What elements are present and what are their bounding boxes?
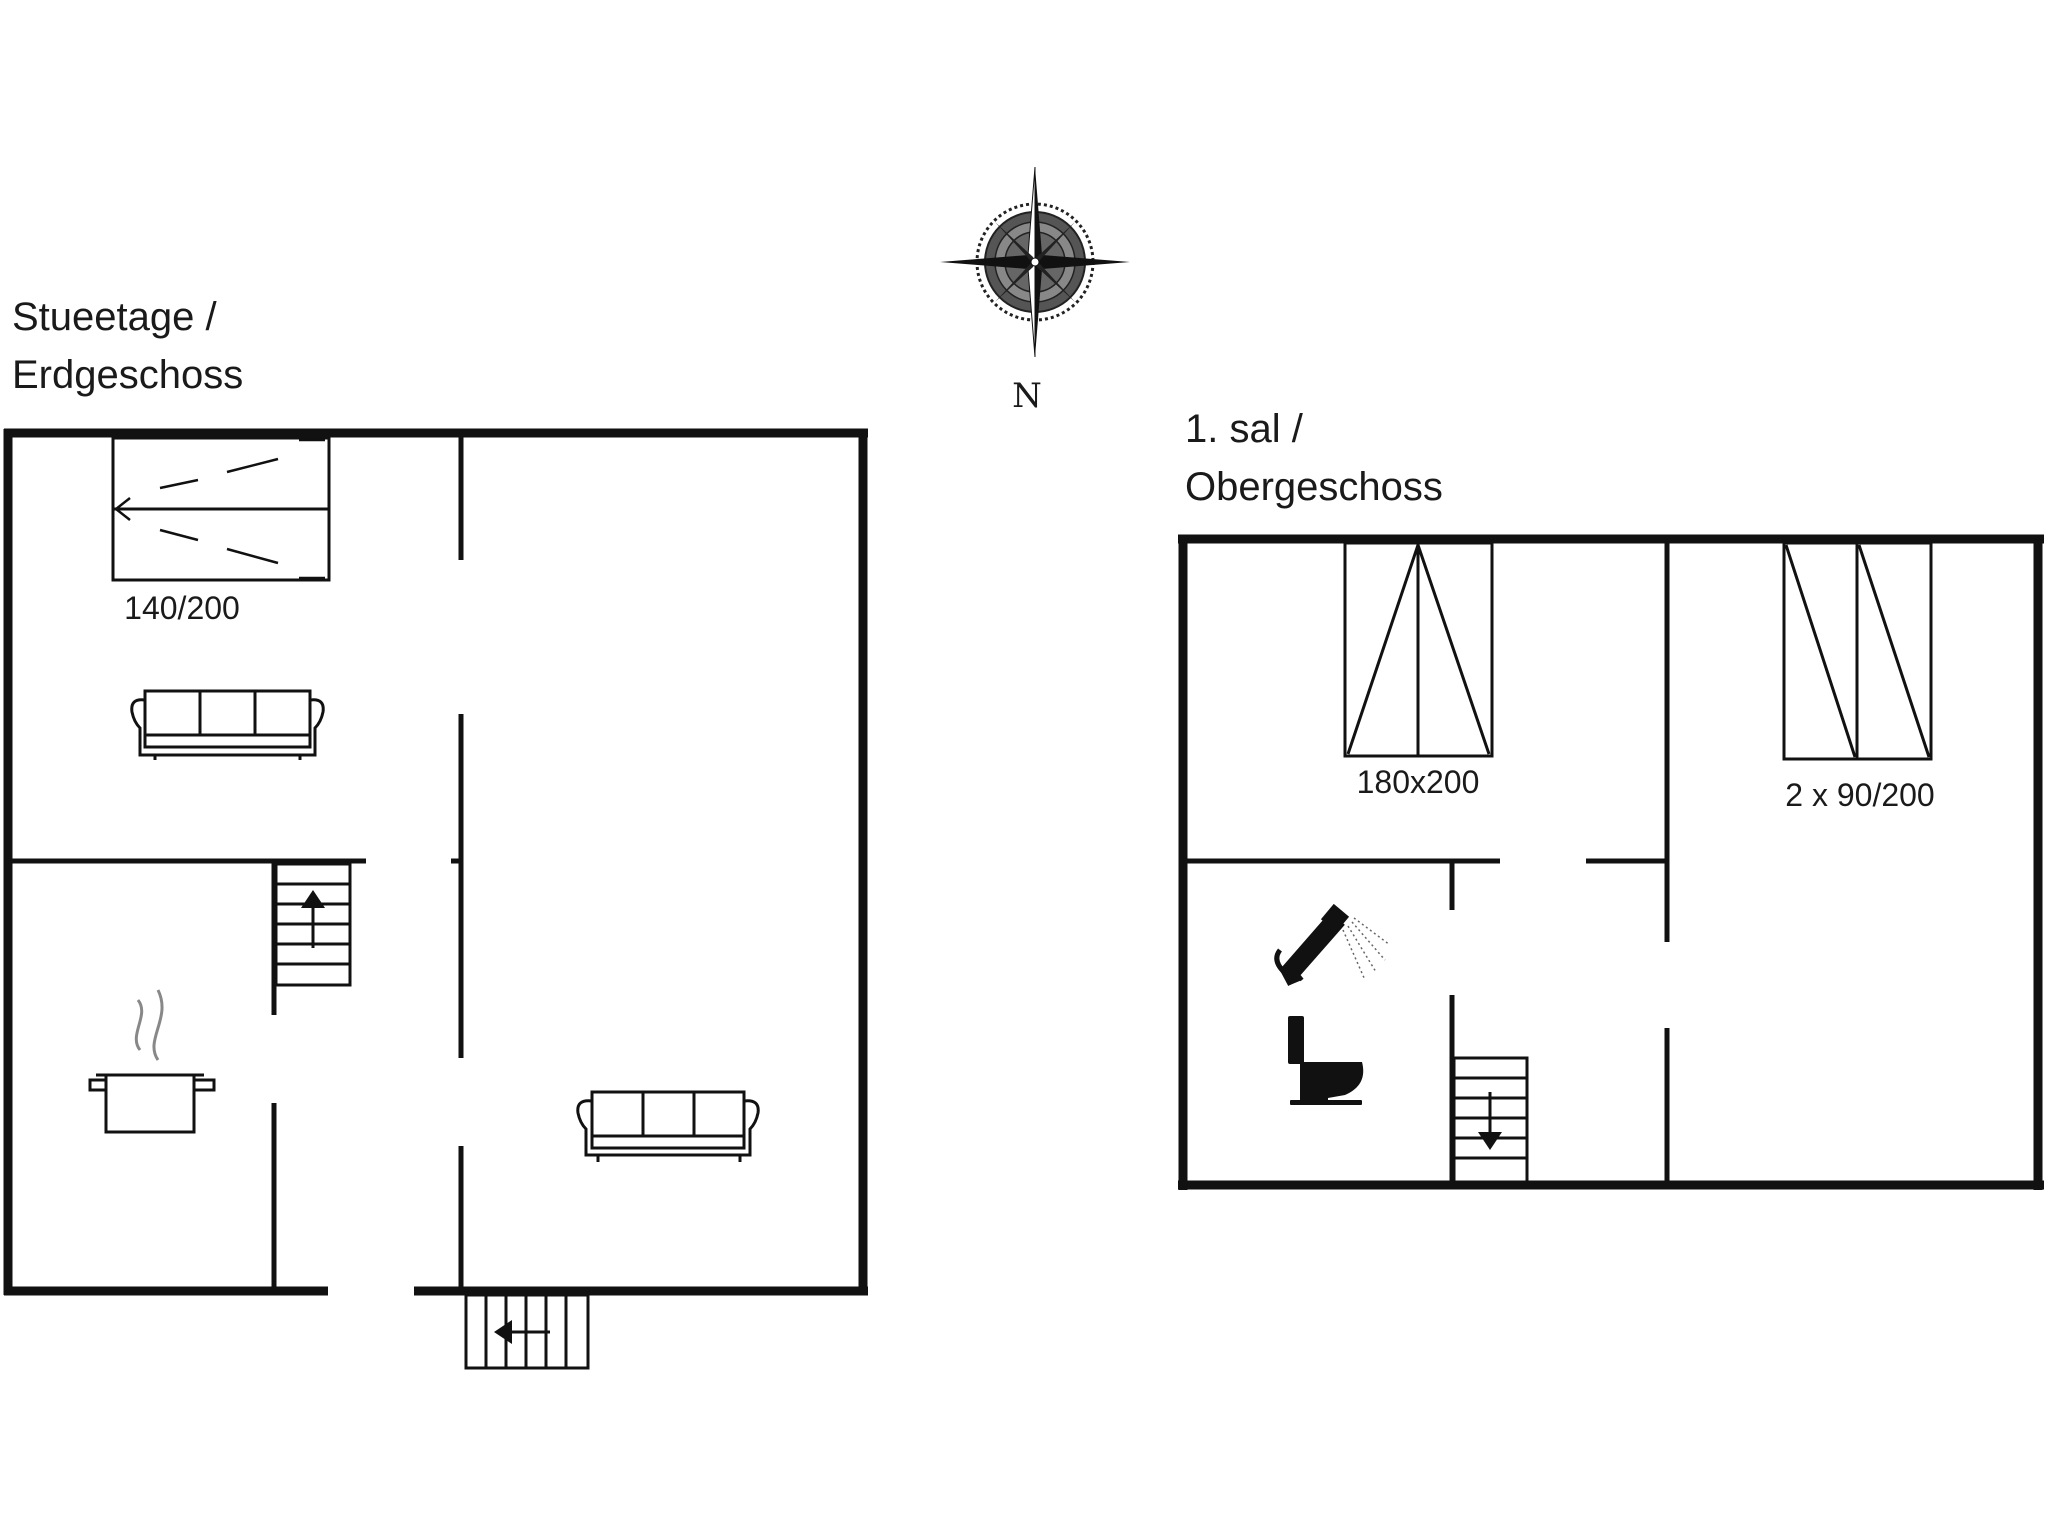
ground-floor-title-line2: Erdgeschoss — [12, 353, 243, 397]
shower-icon — [1274, 903, 1391, 986]
cooking-pot-icon — [88, 989, 216, 1134]
compass-rose-icon — [940, 166, 1130, 358]
single-beds — [1782, 541, 1933, 761]
ground-floor-title-line1: Stueetage / — [12, 295, 217, 339]
toilet-icon — [1288, 1016, 1364, 1105]
entrance-steps-icon — [464, 1293, 590, 1370]
sofa-icon — [576, 1090, 760, 1162]
sofa-icon — [130, 689, 325, 760]
double-bed — [1343, 541, 1494, 758]
compass-north-label: N — [1012, 376, 1042, 416]
first-floor-title-line1: 1. sal / — [1185, 407, 1304, 451]
bed-size-label: 2 x 90/200 — [1785, 777, 1934, 813]
ground-floor-walls — [3, 428, 868, 1296]
double-bed — [111, 436, 331, 582]
bed-size-label: 180x200 — [1357, 764, 1480, 800]
first-floor-title-line2: Obergeschoss — [1185, 465, 1443, 509]
stairs-down-icon — [1452, 1056, 1529, 1186]
first-floor-walls — [1178, 534, 2044, 1190]
bed-size-label: 140/200 — [124, 590, 240, 626]
stairs-up-icon — [274, 862, 352, 987]
